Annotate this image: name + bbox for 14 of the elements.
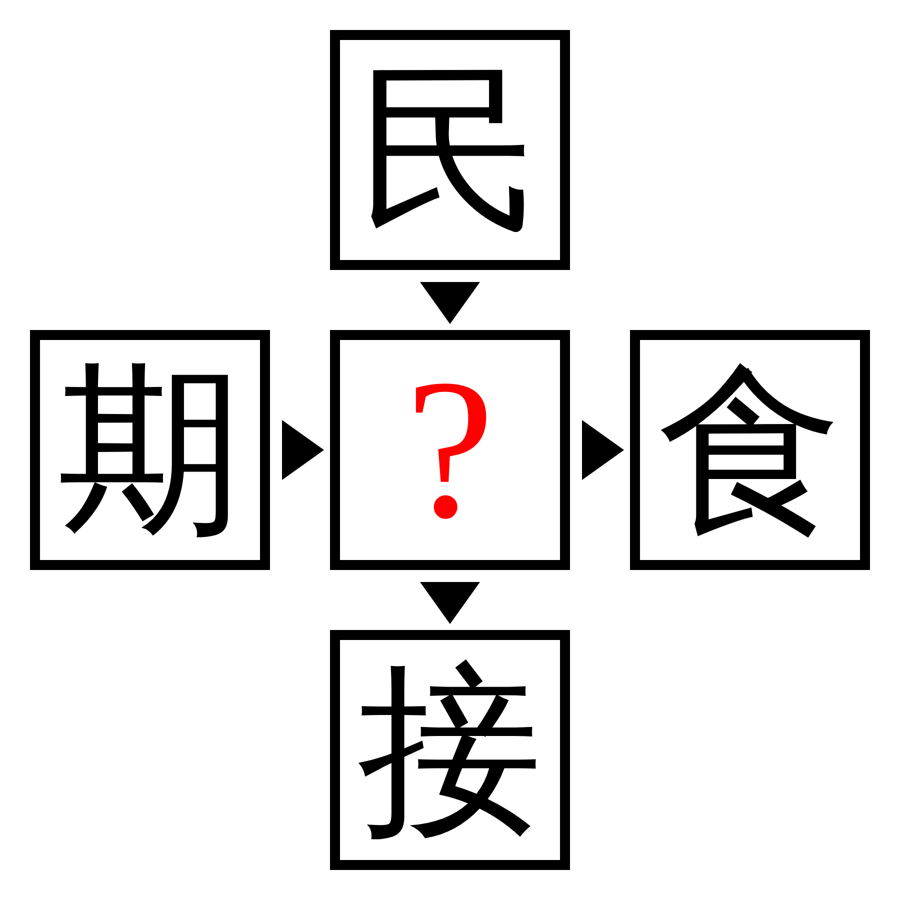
arrow (282, 420, 324, 480)
character-box (330, 30, 570, 270)
character: 食 (658, 358, 842, 542)
character: 期 (58, 358, 242, 542)
character: 民 (358, 58, 542, 242)
question-box (330, 330, 570, 570)
character-box (630, 330, 870, 570)
character-box (30, 330, 270, 570)
character: 接 (358, 658, 542, 842)
character-box (330, 630, 570, 870)
question-mark: ? (406, 350, 494, 550)
arrow (582, 420, 624, 480)
arrow (420, 282, 480, 324)
arrow (420, 582, 480, 624)
